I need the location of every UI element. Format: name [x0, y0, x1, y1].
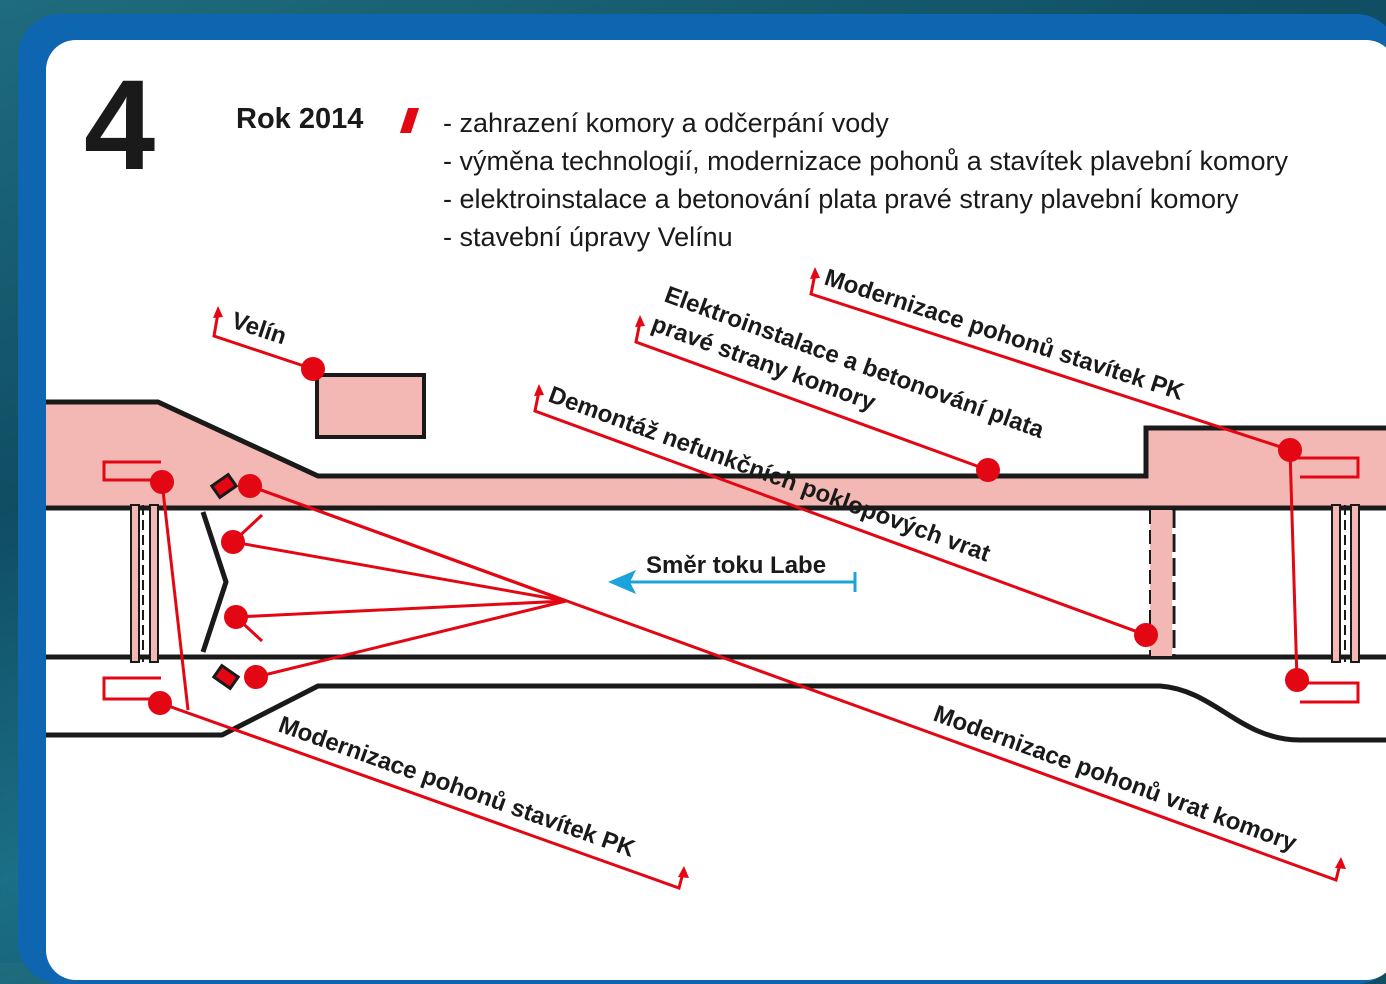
leader-stavitek-bottom: [159, 701, 685, 890]
task-item: - stavební úpravy Velínu: [443, 222, 733, 252]
year-label: Rok 2014: [236, 103, 364, 135]
upper-bank-line: [46, 399, 1386, 479]
right-gate-group: [1331, 504, 1360, 663]
task-item: - zahrazení komory a odčerpání vody: [443, 108, 889, 138]
lower-bank-line: [46, 683, 1386, 743]
right-bank: [46, 402, 1386, 508]
label-mod-stavitek-bottom: Modernizace pohonů stavítek PK: [275, 711, 639, 863]
leader-vrat: [249, 484, 1342, 882]
label-elektro-1: Elektroinstalace a betonování plata: [661, 281, 1048, 444]
leader-velin: [212, 312, 314, 371]
middle-gate: [1150, 510, 1172, 656]
flow-arrow-head-icon: [608, 570, 636, 594]
lock-diagram: Velín Modernizace pohonů stavítek PK Ele…: [46, 264, 1386, 890]
step-number: 4: [84, 54, 156, 197]
task-item: - výměna technologií, modernizace pohonů…: [443, 146, 1288, 176]
leader-elektro: [634, 321, 989, 472]
task-item: - elektroinstalace a betonování plata pr…: [443, 184, 1239, 214]
task-list: - zahrazení komory a odčerpání vody - vý…: [443, 104, 1288, 256]
velin-building: [315, 373, 426, 439]
label-flow: Směr toku Labe: [646, 552, 826, 579]
leader-demontaz: [533, 390, 1147, 637]
leader-stavitek-top: [809, 273, 1299, 681]
mitre-gate: [200, 511, 229, 653]
left-gate-group: [130, 504, 159, 663]
